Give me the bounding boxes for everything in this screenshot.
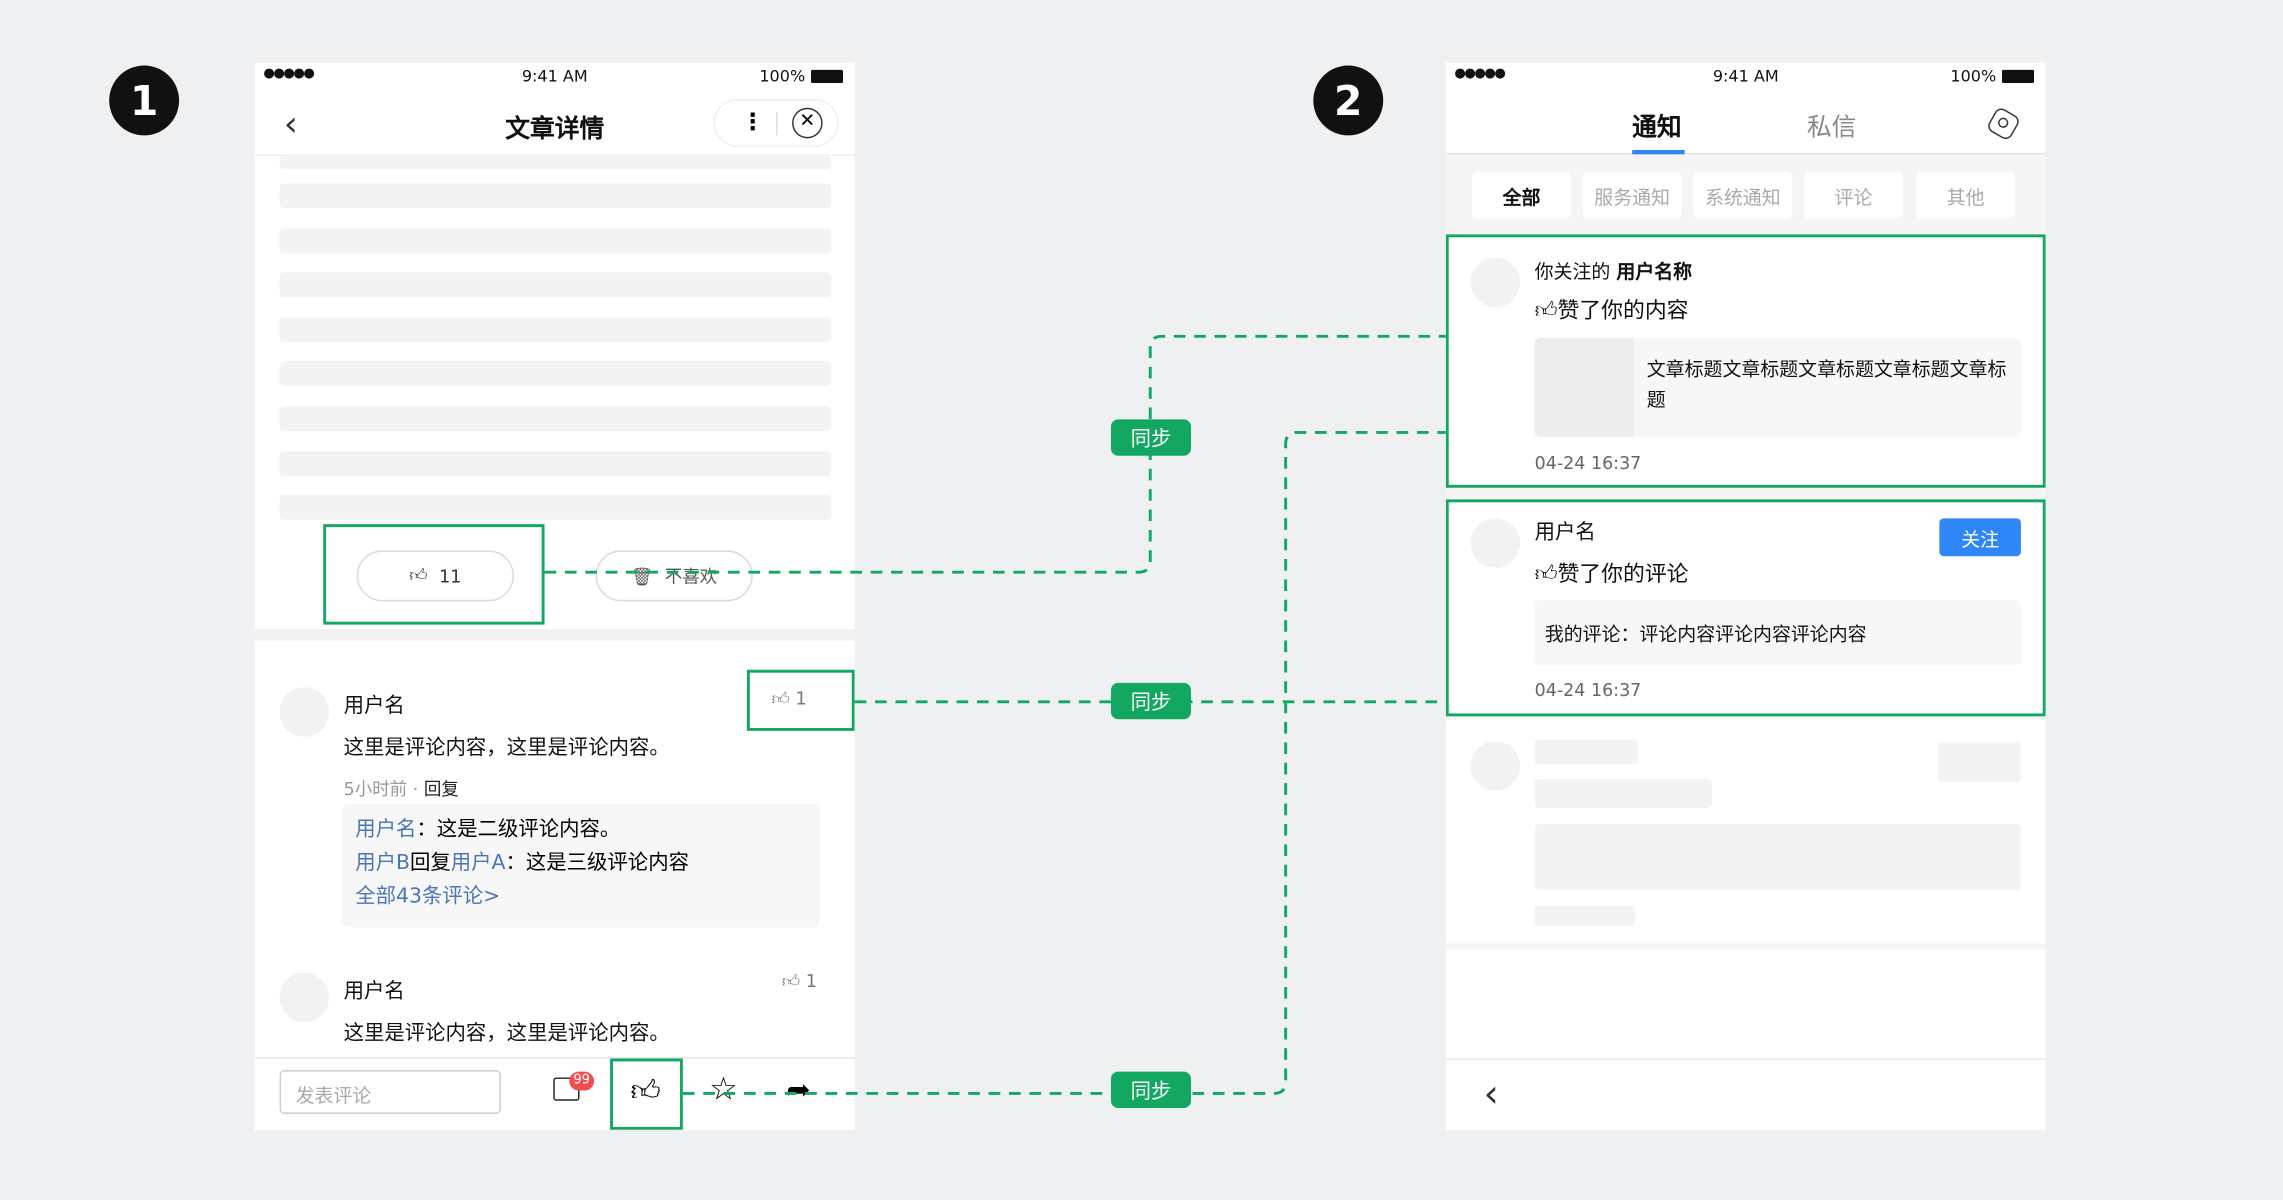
status-time: 9:41 AM — [1712, 66, 1779, 86]
comment-input[interactable]: 发表评论 — [279, 1070, 501, 1114]
active-tab-indicator — [1632, 149, 1685, 155]
thumbs-up-icon: 👍︎ — [1534, 297, 1558, 324]
comment-like-count: 1 — [805, 971, 817, 992]
skeleton-card — [1445, 719, 2046, 944]
action-text: 赞了你的内容 — [1557, 297, 1689, 324]
avatar — [1470, 518, 1521, 568]
avatar — [279, 687, 330, 737]
comment-user[interactable]: 用户名 — [343, 979, 405, 1004]
sep: ： — [416, 818, 437, 842]
status-bar: ●●●●● 9:41 AM 100% — [255, 63, 855, 91]
reply-box: 用户名：这是二级评论内容。 用户B回复用户A：这是三级评论内容 全部43条评论> — [342, 803, 820, 928]
battery-text: 100% — [1950, 66, 1997, 86]
sync-badge: 同步 — [1110, 419, 1192, 456]
thumbs-up-icon[interactable]: 👍︎ — [630, 1073, 661, 1109]
step-1-badge: 1 — [109, 65, 180, 136]
timestamp: 04-24 16:37 — [1534, 452, 1642, 474]
signal-icon: ●●●●● — [263, 66, 315, 82]
tab-notifications[interactable]: 通知 — [1632, 113, 1682, 143]
highlight-box — [746, 669, 855, 731]
tab-messages[interactable]: 私信 — [1806, 113, 1857, 143]
status-time: 9:41 AM — [521, 66, 588, 86]
status-bar: ●●●●● 9:41 AM 100% — [1446, 63, 2046, 91]
star-icon[interactable]: ☆ — [709, 1071, 738, 1109]
comment-user[interactable]: 用户名 — [343, 694, 405, 718]
reply-word: 回复 — [410, 851, 451, 876]
filter-service[interactable]: 服务通知 — [1582, 171, 1682, 219]
sync-badge: 同步 — [1110, 1071, 1192, 1109]
sep: ： — [505, 851, 526, 876]
user-name[interactable]: 用户名 — [1534, 521, 1596, 545]
article-detail-screen: ●●●●● 9:41 AM 100% ‹ 文章详情 ⋮ ✕ 👍︎11 🗑︎不喜欢… — [254, 62, 855, 1130]
back-icon[interactable]: ‹ — [283, 103, 298, 145]
avatar — [1470, 257, 1521, 308]
sync-badge: 同步 — [1110, 682, 1192, 720]
my-comment-preview: 我的评论：评论内容评论内容评论内容 — [1534, 599, 2021, 666]
comment-like-button[interactable]: 👍︎ 1 — [782, 971, 817, 993]
signal-icon: ●●●●● — [1454, 66, 1506, 82]
reply-text: 这是三级评论内容 — [525, 851, 689, 876]
article-preview[interactable]: 文章标题文章标题文章标题文章标题文章标题 — [1534, 337, 2021, 437]
dot: · — [412, 778, 419, 800]
thumbs-up-icon: 👍︎ — [409, 564, 428, 586]
filter-other[interactable]: 其他 — [1916, 171, 2016, 219]
article-thumbnail — [1534, 337, 1634, 437]
reply-user[interactable]: 用户A — [450, 851, 506, 876]
thumbs-up-icon: 👍︎ — [771, 688, 790, 710]
like-article-button[interactable]: 👍︎ 11 — [356, 550, 514, 602]
comment-count-badge: 99 — [569, 1071, 595, 1091]
highlight-box — [610, 1058, 683, 1130]
notification-screen: ●●●●● 9:41 AM 100% 通知 私信 全部 服务通知 系统通知 评论… — [1445, 62, 2046, 1130]
filter-comment[interactable]: 评论 — [1803, 171, 1903, 219]
capsule-menu: ⋮ ✕ — [713, 99, 839, 148]
user-name[interactable]: 用户名称 — [1616, 262, 1693, 284]
thumbs-up-icon: 👍︎ — [781, 971, 801, 992]
comment-content: 这里是评论内容，这里是评论内容。 — [343, 1022, 670, 1046]
connector-like-bottom — [682, 430, 1446, 1095]
notification-card-like-content[interactable]: 你关注的 用户名称 👍︎赞了你的内容 文章标题文章标题文章标题文章标题文章标题 … — [1445, 234, 2046, 488]
filter-system[interactable]: 系统通知 — [1693, 171, 1793, 219]
comment-like-count: 1 — [795, 688, 807, 710]
connector-like-article — [544, 334, 1446, 574]
follow-button[interactable]: 关注 — [1939, 518, 2021, 557]
close-icon[interactable]: ✕ — [792, 107, 823, 139]
filter-all[interactable]: 全部 — [1472, 171, 1572, 219]
battery-icon — [2002, 69, 2035, 83]
notification-card-like-comment[interactable]: 用户名 关注 👍︎赞了你的评论 我的评论：评论内容评论内容评论内容 04-24 … — [1445, 499, 2046, 717]
comment-time: 5小时前 — [343, 778, 408, 800]
reply-link[interactable]: 回复 — [423, 778, 459, 800]
timestamp: 04-24 16:37 — [1534, 679, 1642, 701]
action-text: 赞了你的评论 — [1557, 560, 1689, 587]
comment-like-button[interactable]: 👍︎ 1 — [772, 689, 807, 711]
comment-content: 这里是评论内容，这里是评论内容。 — [343, 736, 670, 761]
all-comments-link[interactable]: 全部43条评论> — [355, 885, 501, 909]
back-icon[interactable]: ‹ — [1483, 1073, 1499, 1117]
like-count: 11 — [439, 565, 462, 587]
article-title: 文章标题文章标题文章标题文章标题文章标题 — [1646, 359, 2007, 413]
avatar — [279, 972, 330, 1023]
share-icon[interactable]: ➦ — [786, 1071, 811, 1107]
follow-prefix: 你关注的 — [1534, 262, 1611, 284]
reply-user[interactable]: 用户B — [355, 851, 411, 876]
reply-text: 这是二级评论内容。 — [436, 818, 621, 842]
step-2-badge: 2 — [1313, 65, 1384, 136]
more-icon[interactable]: ⋮ — [741, 107, 765, 136]
battery-icon — [810, 69, 844, 83]
thumbs-up-icon: 👍︎ — [1534, 560, 1558, 587]
battery-text: 100% — [759, 66, 806, 86]
page-title: 文章详情 — [505, 115, 605, 145]
highlight-box — [323, 524, 545, 625]
reply-user[interactable]: 用户名 — [355, 818, 417, 842]
